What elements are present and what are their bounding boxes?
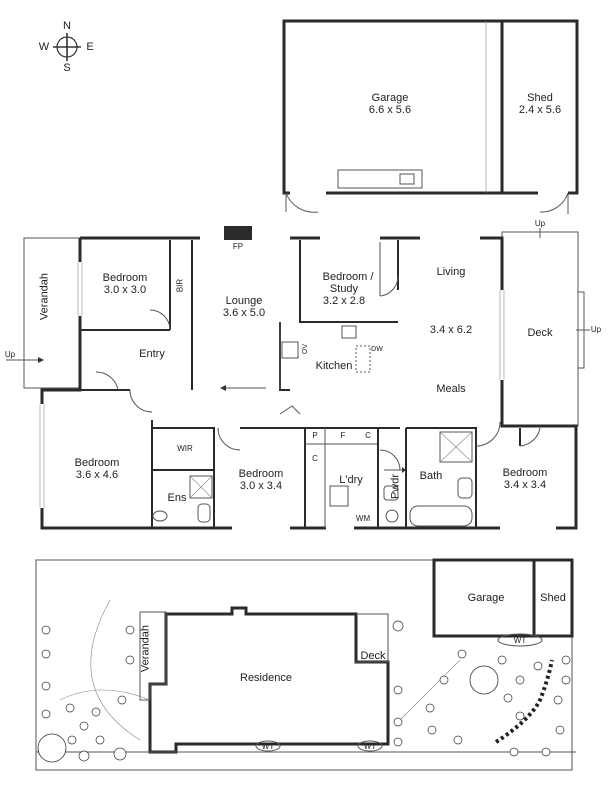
deck-label: Deck: [527, 327, 553, 339]
compass-south-label: S: [63, 62, 71, 74]
cupboard-label-2: C: [312, 454, 318, 463]
ensuite-label: Ens: [167, 492, 187, 504]
lounge-size: 3.6 x 5.0: [222, 307, 266, 319]
powder-room-label: Pwdr: [389, 473, 402, 500]
bedroom-mid-size: 3.0 x 3.4: [239, 480, 283, 492]
kitchen-label: Kitchen: [315, 360, 353, 372]
site-residence-label: Residence: [240, 672, 292, 684]
compass-north-label: N: [63, 20, 71, 32]
pantry-label: P: [312, 431, 318, 440]
meals-label: Meals: [436, 383, 466, 395]
bedroom-nw-label: Bedroom: [102, 272, 148, 284]
shed-label: Shed: [527, 92, 553, 104]
entry-label: Entry: [139, 348, 165, 360]
bir-label: BIR: [175, 278, 185, 293]
washing-machine-label: WM: [355, 514, 371, 523]
site-shed-label: Shed: [540, 592, 566, 604]
site-verandah-label: Verandah: [139, 624, 152, 673]
water-tank-label-1: WT: [513, 636, 527, 645]
verandah-label: Verandah: [38, 272, 51, 321]
shed-size: 2.4 x 5.6: [518, 104, 562, 116]
bedroom-w-label: Bedroom: [74, 457, 120, 469]
compass-east-label: E: [86, 41, 94, 53]
bedroom-e-label: Bedroom: [502, 467, 548, 479]
bedroom-study-size: 3.2 x 2.8: [322, 295, 366, 307]
oven-label: OV: [302, 343, 309, 355]
water-tank-label-3: WT: [363, 742, 377, 751]
bedroom-study-label-1: Bedroom /: [322, 271, 374, 283]
living-size: 3.4 x 6.2: [429, 324, 473, 336]
bedroom-e-size: 3.4 x 3.4: [503, 479, 547, 491]
bedroom-w-size: 3.6 x 4.6: [75, 469, 119, 481]
bedroom-nw-size: 3.0 x 3.0: [103, 284, 147, 296]
dishwasher-label: DW: [371, 346, 383, 353]
site-garage-label: Garage: [467, 592, 505, 604]
wir-label: WIR: [177, 444, 193, 453]
outbuildings-plan: [282, 19, 579, 214]
lounge-label: Lounge: [225, 295, 263, 307]
site-plan: [35, 558, 576, 771]
site-deck-label: Deck: [360, 650, 386, 662]
garage-label: Garage: [371, 92, 409, 104]
fireplace-label: FP: [232, 242, 244, 251]
cupboard-label-1: C: [365, 431, 371, 440]
laundry-label: L'dry: [339, 474, 363, 486]
up-label-deck-top: Up: [534, 219, 546, 228]
garage-size: 6.6 x 5.6: [368, 104, 412, 116]
fridge-label: F: [340, 431, 346, 440]
water-tank-label-2: WT: [261, 742, 275, 751]
compass-west-label: W: [38, 41, 50, 53]
bedroom-study-label-2: Study: [329, 283, 359, 295]
compass-rose: [53, 33, 81, 61]
up-label-verandah: Up: [4, 350, 16, 359]
bedroom-mid-label: Bedroom: [238, 468, 284, 480]
floor-plan: [6, 226, 590, 530]
living-label: Living: [436, 266, 466, 278]
up-label-deck-side: Up: [590, 325, 602, 334]
bath-label: Bath: [419, 470, 443, 482]
